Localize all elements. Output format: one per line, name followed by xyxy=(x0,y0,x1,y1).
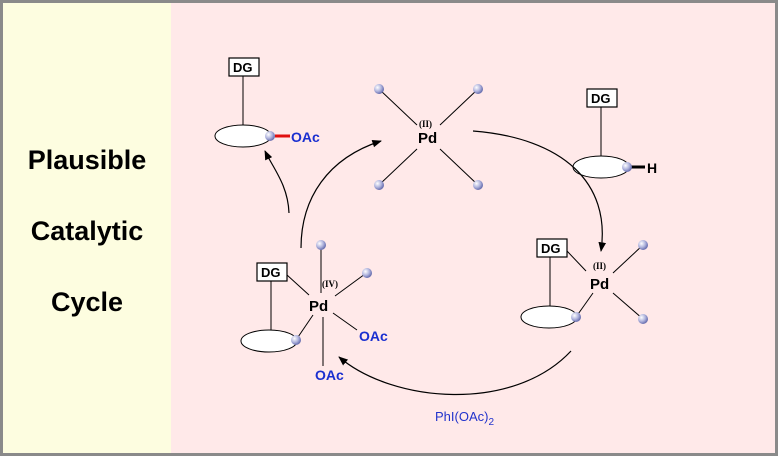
ligand-ball xyxy=(362,268,372,278)
diagram-panel xyxy=(171,3,775,453)
reagent-formula: PhI(OAc) xyxy=(435,409,488,424)
arrow-reductive-elimination xyxy=(300,139,382,249)
ligand-ball xyxy=(638,240,648,250)
reagent-label: PhI(OAc)2 xyxy=(435,409,494,428)
oxidation-state-label: (II) xyxy=(419,119,432,129)
arrow-product-release xyxy=(264,150,290,214)
pd-label: Pd xyxy=(418,130,437,147)
title-word-catalytic: Catalytic xyxy=(30,216,144,246)
dg-label: DG xyxy=(591,91,611,106)
ligand-ball xyxy=(622,162,632,172)
ligand-ball xyxy=(473,84,483,94)
dg-label: DG xyxy=(261,265,281,280)
dg-label: DG xyxy=(541,241,561,256)
pd-label: Pd xyxy=(309,298,328,315)
arrow-c-h-activation xyxy=(472,130,607,252)
ligand-ball xyxy=(638,314,648,324)
ligand-ball xyxy=(291,335,301,345)
pd-iv-intermediate: DG (IV) Pd OAc OAc xyxy=(240,240,388,383)
ligand-ball xyxy=(316,240,326,250)
ligand-ball xyxy=(374,180,384,190)
title-panel: Plausible Catalytic Cycle xyxy=(3,3,171,453)
pd-ii-catalyst: (II) Pd xyxy=(374,84,483,190)
pd-label: Pd xyxy=(590,276,609,293)
substrate-arene-h: DG H xyxy=(572,88,657,179)
title-word-cycle: Cycle xyxy=(50,287,124,317)
reagent-subscript: 2 xyxy=(488,417,494,428)
h-label: H xyxy=(647,160,657,176)
title-word-plausible: Plausible xyxy=(27,145,147,175)
ligand-ball xyxy=(265,131,275,141)
catalytic-cycle-diagram: (II) Pd DG OAc DG H DG xyxy=(214,57,657,428)
oac-label: OAc xyxy=(291,129,320,145)
ligand-ball xyxy=(473,180,483,190)
ligand-ball xyxy=(374,84,384,94)
product-arene-oac: DG OAc xyxy=(214,57,320,148)
oxidation-state-label: (IV) xyxy=(322,279,338,289)
oac-label: OAc xyxy=(359,328,388,344)
arrow-oxidation xyxy=(338,350,572,396)
palladacycle-pd-ii: DG (II) Pd xyxy=(520,238,648,329)
dg-label: DG xyxy=(233,60,253,75)
ligand-ball xyxy=(571,312,581,322)
oac-label: OAc xyxy=(315,367,344,383)
oxidation-state-label: (II) xyxy=(593,261,606,271)
